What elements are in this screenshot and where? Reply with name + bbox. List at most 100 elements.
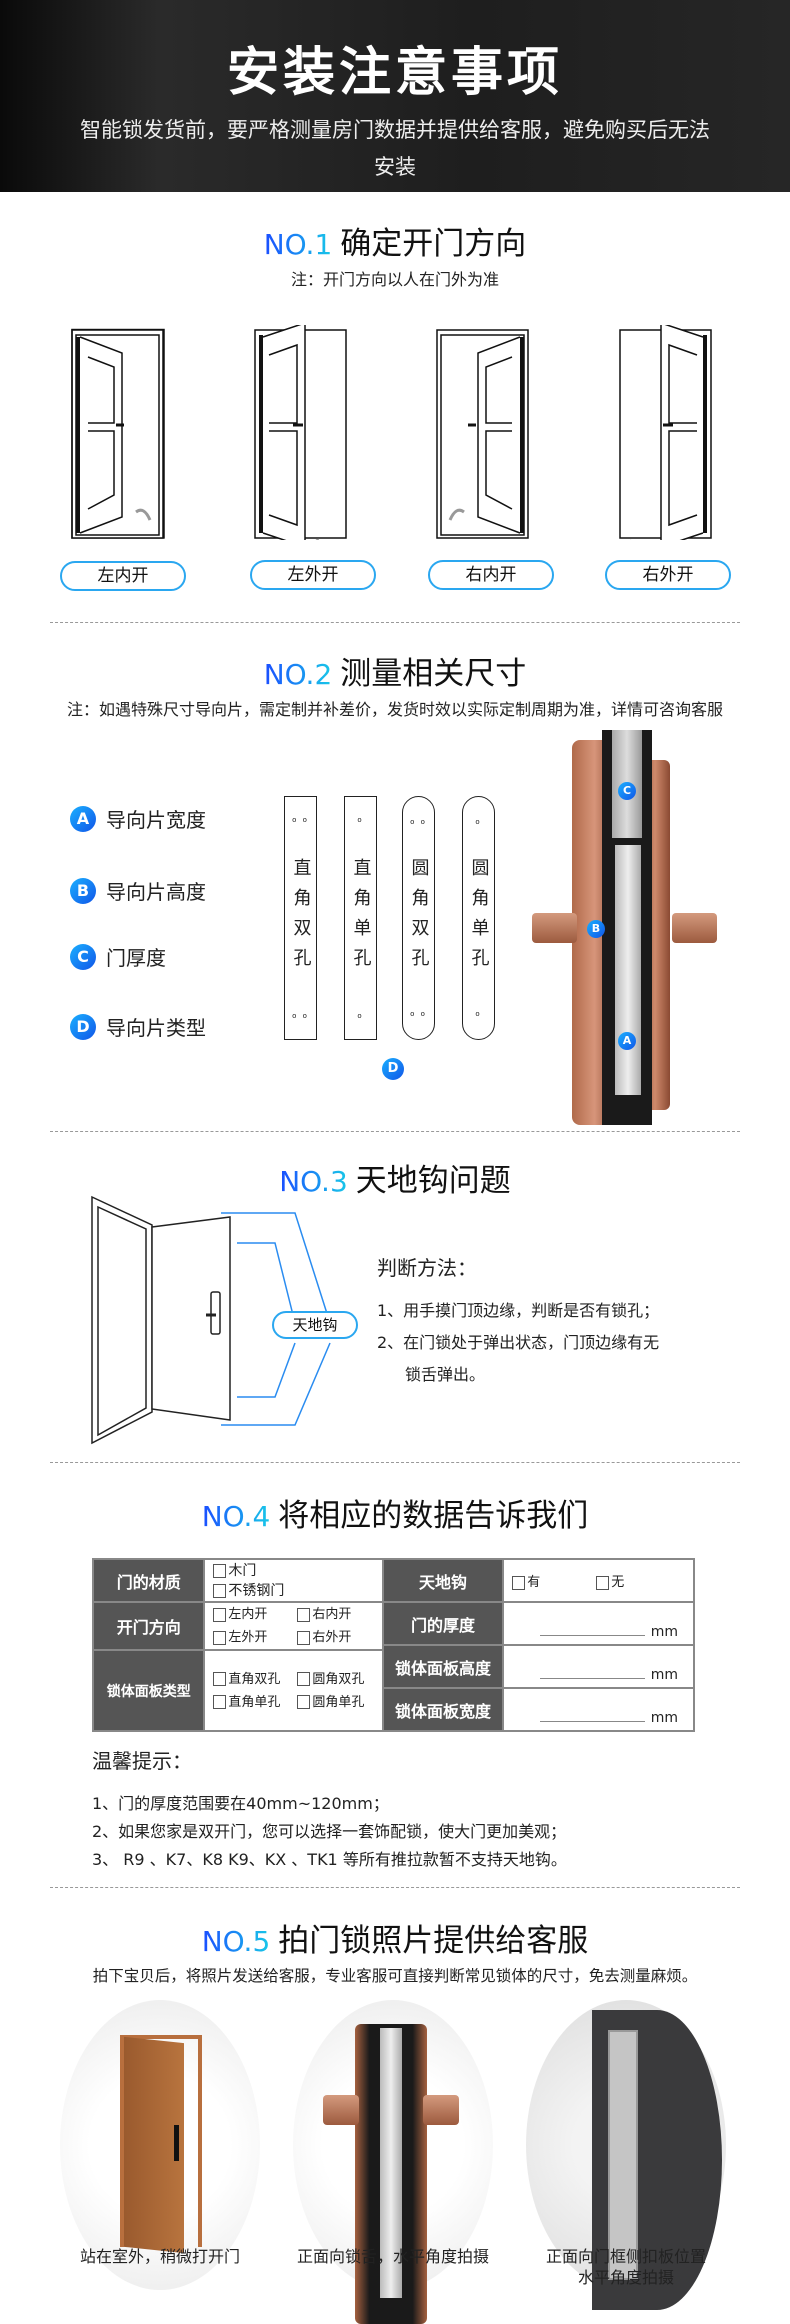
door-left-outward-icon (254, 325, 347, 540)
divider (50, 1131, 740, 1132)
tips-title: 温馨提示： (92, 1749, 192, 1773)
unit-label: mm (650, 1667, 678, 1683)
header-banner (0, 0, 790, 192)
caption-strike-plate: 正面向门框侧扣板位置 (545, 2247, 706, 2266)
badge-c-icon: C (70, 943, 96, 970)
lock-body-image: C B A (532, 730, 722, 1125)
page-subtitle: 智能锁发货前，要严格测量房门数据并提供给客服，避免购买后无法安装 (80, 118, 710, 179)
checkbox-wood[interactable]: 木门 (213, 1561, 381, 1581)
panel-width-header: 锁体面板宽度 (381, 1687, 505, 1732)
caption-lock-front: 正面向锁舌，水平角度拍摄 (296, 2247, 489, 2266)
caption-door-outside: 站在室外，稍微打开门 (79, 2247, 240, 2266)
unit-label: mm (650, 1624, 678, 1640)
panel-type-header: 锁体面板类型 (91, 1649, 206, 1732)
checkbox-hook-no[interactable]: 无 (596, 1571, 680, 1590)
section-number: NO.1 (263, 228, 333, 261)
option-label: 直角单孔 (228, 1694, 281, 1710)
option-left-outward[interactable]: 左外开 (250, 560, 376, 590)
plate-label: 直角双孔 (290, 858, 312, 978)
option-label: 木门 (228, 1562, 257, 1579)
thickness-input[interactable]: mm (502, 1601, 695, 1646)
section1-note: 注：开门方向以人在门外为准 (290, 270, 499, 289)
option-left-inward[interactable]: 左内开 (60, 561, 186, 591)
method-step: 锁舌弹出。 (405, 1365, 486, 1384)
door-left-inward-icon (71, 328, 165, 539)
checkbox-left-in[interactable]: 左内开 (213, 1604, 297, 1626)
checkbox-right-out[interactable]: 右外开 (297, 1627, 381, 1649)
section-number: NO.3 (279, 1165, 348, 1198)
option-label: 不锈钢门 (228, 1582, 285, 1599)
photo-door-outside (60, 2000, 260, 2290)
divider (50, 622, 740, 623)
section-title: 将相应的数据告诉我们 (278, 1498, 589, 1534)
option-right-outward[interactable]: 右外开 (605, 560, 731, 590)
plate-type-badge-icon: D (382, 1058, 404, 1080)
section2-note: 注：如遇特殊尺寸导向片，需定制并补差价，发货时效以实际定制周期为准，详情可咨询客… (66, 700, 723, 719)
checkbox-hook-yes[interactable]: 有 (512, 1571, 596, 1590)
measure-label: 导向片宽度 (106, 808, 206, 832)
option-label: 直角双孔 (228, 1671, 281, 1687)
plate-label: 圆角单孔 (468, 858, 490, 978)
measure-item-a: A 导向片宽度 (70, 804, 206, 833)
checkbox-left-out[interactable]: 左外开 (213, 1627, 297, 1649)
door-hook-illustration (91, 1195, 331, 1445)
section-title: 确定开门方向 (340, 226, 527, 262)
section-number: NO.4 (201, 1500, 271, 1533)
measure-label: 导向片高度 (106, 880, 206, 904)
checkbox-round-single[interactable]: 圆角单孔 (297, 1692, 381, 1714)
divider (50, 1462, 740, 1463)
door-right-inward-icon (436, 329, 529, 539)
method-title: 判断方法： (377, 1256, 477, 1280)
checkbox-steel[interactable]: 不锈钢门 (213, 1581, 381, 1601)
material-header: 门的材质 (91, 1558, 206, 1603)
plate-label: 圆角双孔 (408, 858, 430, 978)
option-label: 右外开 (312, 1630, 352, 1645)
section-number: NO.2 (263, 658, 333, 691)
option-label: 左内开 (228, 1607, 268, 1622)
option-right-inward[interactable]: 右内开 (428, 560, 554, 590)
door-data-form: 门的材质 木门不锈钢门 天地钩 有无 门的厚度 mm 开门方向 左内开右内开 左… (91, 1558, 695, 1732)
option-label: 右内开 (312, 1607, 352, 1622)
tip-item: 3、 R9 、K7、K8 K9、KX 、TK1 等所有推拉款暂不支持天地钩。 (92, 1850, 567, 1869)
panel-width-input[interactable]: mm (502, 1687, 695, 1732)
photo-strike-plate (526, 2000, 726, 2310)
measure-item-c: C 门厚度 (70, 942, 166, 971)
tip-item: 2、如果您家是双开门，您可以选择一套饰配锁，使大门更加美观； (92, 1822, 567, 1841)
option-label: 圆角单孔 (312, 1694, 365, 1710)
photo-lock-front (293, 2000, 493, 2324)
thickness-header: 门的厚度 (381, 1601, 505, 1646)
section-title: 拍门锁照片提供给客服 (278, 1923, 589, 1959)
checkbox-square-double[interactable]: 直角双孔 (213, 1669, 297, 1691)
method-step: 2、在门锁处于弹出状态，门顶边缘有无 (377, 1333, 660, 1352)
checkbox-right-in[interactable]: 右内开 (297, 1604, 381, 1626)
page-title: 安装注意事项 (226, 43, 563, 103)
badge-d-icon: D (70, 1013, 96, 1040)
panel-height-input[interactable]: mm (502, 1644, 695, 1689)
tip-item: 1、门的厚度范围要在40mm~120mm； (92, 1794, 389, 1813)
option-label: 左外开 (228, 1630, 268, 1645)
measure-label: 导向片类型 (106, 1016, 206, 1040)
section-title: 测量相关尺寸 (340, 656, 527, 692)
badge-a-icon: A (70, 805, 96, 832)
panel-height-header: 锁体面板高度 (381, 1644, 505, 1689)
section-number: NO.5 (201, 1925, 271, 1958)
measure-label: 门厚度 (106, 946, 166, 970)
checkbox-round-double[interactable]: 圆角双孔 (297, 1669, 381, 1691)
plate-label: 直角单孔 (350, 858, 372, 978)
measure-item-b: B 导向片高度 (70, 876, 206, 905)
badge-b-icon: B (70, 877, 96, 904)
section5-desc: 拍下宝贝后，将照片发送给客服，专业客服可直接判断常见锁体的尺寸，免去测量麻烦。 (92, 1967, 698, 1985)
door-right-outward-icon (619, 325, 712, 540)
divider (50, 1887, 740, 1888)
method-step: 1、用手摸门顶边缘，判断是否有锁孔； (377, 1301, 660, 1320)
checkbox-square-single[interactable]: 直角单孔 (213, 1692, 297, 1714)
door-direction-illustrations (71, 325, 712, 540)
section-title: 天地钩问题 (355, 1163, 511, 1199)
hook-tag: 天地钩 (272, 1311, 358, 1339)
unit-label: mm (650, 1710, 678, 1726)
